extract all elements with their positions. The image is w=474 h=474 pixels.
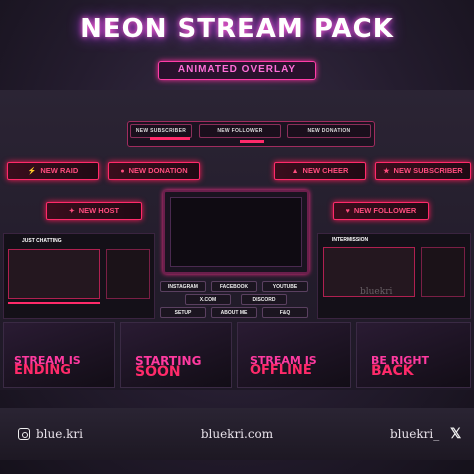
star-icon: ★ (383, 168, 390, 175)
alert-new-donation: ●NEW DONATION (108, 162, 200, 180)
lightning-icon: ⚡ (27, 168, 37, 175)
intermission-cam-box (323, 247, 415, 297)
progress-accent (150, 137, 190, 140)
alert-label: NEW FOLLOWER (353, 206, 417, 215)
faq-panel: F&Q (262, 307, 308, 318)
alert-new-raid: ⚡NEW RAID (7, 162, 99, 180)
alert-label: NEW HOST (78, 206, 120, 215)
top-bar-new-donation: NEW DONATION (287, 124, 371, 138)
footer-instagram[interactable]: blue.kri (36, 427, 84, 441)
webcam-area (170, 197, 302, 267)
intermission-panel (421, 247, 465, 297)
social-x-panel: X.COM (185, 294, 231, 305)
social-youtube-panel: YOUTUBE (262, 281, 308, 292)
social-facebook-panel: FACEBOOK (211, 281, 257, 292)
alert-new-subscriber: ★NEW SUBSCRIBER (375, 162, 471, 180)
setup-panel: SETUP (160, 307, 206, 318)
about-me-panel: ABOUT ME (211, 307, 257, 318)
alert-new-follower: ♥NEW FOLLOWER (333, 202, 429, 220)
accent-line (8, 302, 100, 304)
alert-label: NEW SUBSCRIBER (393, 166, 463, 175)
scene-title: INTERMISSION (332, 237, 369, 243)
heart-icon: ♥ (345, 208, 350, 215)
alert-new-host: ✦NEW HOST (46, 202, 142, 220)
overlay-badge: ANIMATED OVERLAY (158, 61, 316, 80)
progress-accent (240, 140, 264, 143)
x-icon: 𝕏 (450, 425, 462, 441)
alert-label: NEW DONATION (128, 166, 188, 175)
alert-new-cheer: ▲NEW CHEER (274, 162, 366, 180)
social-instagram-panel: INSTAGRAM (160, 281, 206, 292)
footer-x-handle[interactable]: bluekri_ (390, 427, 440, 441)
instagram-icon (18, 428, 30, 440)
alert-label: NEW RAID (40, 166, 79, 175)
social-discord-panel: DISCORD (241, 294, 287, 305)
footer-website[interactable]: bluekri.com (200, 427, 274, 441)
dollar-icon: ● (120, 168, 125, 175)
star-icon: ✦ (68, 208, 75, 215)
top-bar-new-follower: NEW FOLLOWER (199, 124, 281, 138)
watermark: bluekri (360, 287, 393, 297)
top-bar-new-subscriber: NEW SUBSCRIBER (130, 124, 192, 138)
page-title: NEON STREAM PACK (80, 14, 394, 44)
scene-title: JUST CHATTING (22, 238, 62, 244)
footer (0, 408, 474, 460)
alert-label: NEW CHEER (302, 166, 349, 175)
chat-cam-box (8, 249, 100, 299)
flame-icon: ▲ (291, 168, 299, 175)
chat-panel (106, 249, 150, 299)
